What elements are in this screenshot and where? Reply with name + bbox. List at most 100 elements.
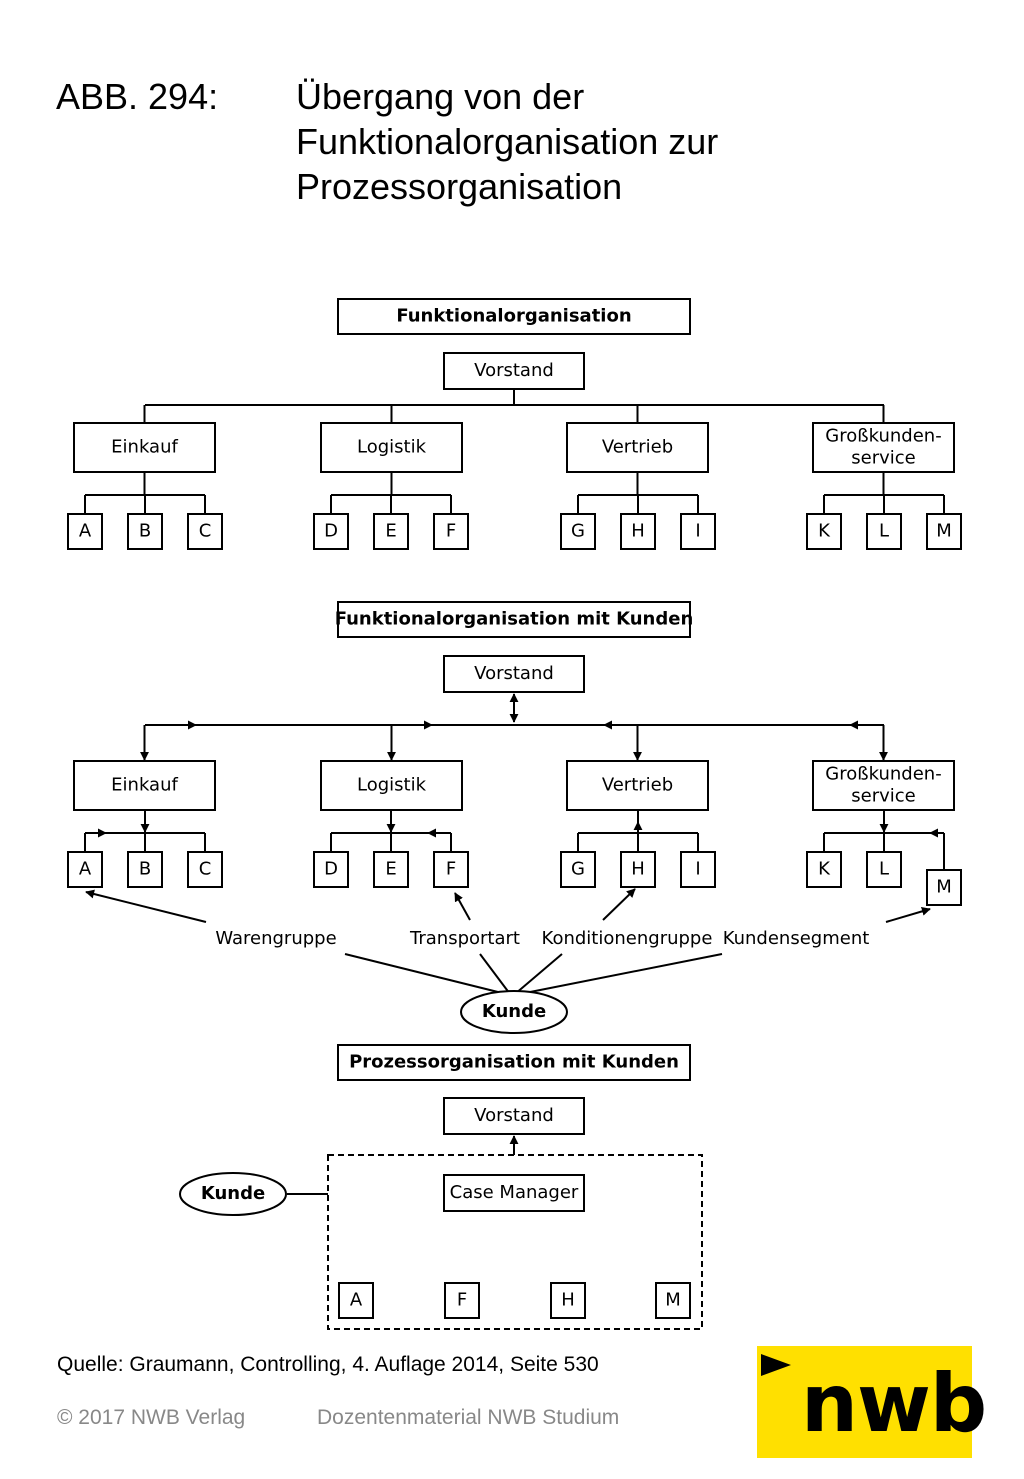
section-1-dept-0-label: Einkauf xyxy=(111,437,178,458)
criterion-arrow xyxy=(885,906,931,923)
section-3-unit-F-label: F xyxy=(457,1290,467,1311)
source-note: Quelle: Graumann, Controlling, 4. Auflag… xyxy=(57,1353,599,1376)
section-1-unit-B-label: B xyxy=(139,521,151,542)
section-2-title xyxy=(337,601,691,638)
section-2-unit-L-label: L xyxy=(879,859,889,880)
customer-link xyxy=(519,953,723,995)
figure-title: Übergang von der Funktionalorganisation … xyxy=(296,76,719,207)
section-3-unit-A xyxy=(338,1282,374,1319)
section-1-board xyxy=(443,352,585,390)
section-2-unit-D xyxy=(313,851,349,888)
figure-label: ABB. 294: xyxy=(56,76,219,117)
section-3-unit-A-label: A xyxy=(350,1290,363,1311)
section-2-dept-1 xyxy=(320,760,463,811)
section-1-unit-D-label: D xyxy=(324,521,338,542)
logo-triangle-icon xyxy=(761,1354,791,1376)
section-2-unit-A-label: A xyxy=(79,859,92,880)
section-2-unit-E xyxy=(373,851,409,888)
customer-link xyxy=(344,953,507,995)
section-2-unit-L xyxy=(866,851,902,888)
criterion-arrow xyxy=(85,889,207,923)
section-2-unit-G-label: G xyxy=(571,859,585,880)
section-1-unit-L xyxy=(866,513,902,550)
section-2-dept-2-label: Vertrieb xyxy=(602,775,673,796)
section-3-unit-H-label: H xyxy=(561,1290,575,1311)
section-2-dept-1-label: Logistik xyxy=(357,775,427,796)
customer-link xyxy=(479,953,511,995)
section-1-unit-A xyxy=(67,513,103,550)
criterion-warengruppe: Warengruppe xyxy=(215,928,336,949)
section-2-unit-E-label: E xyxy=(385,859,396,880)
section-1-unit-E-label: E xyxy=(385,521,396,542)
copyright-text: © 2017 NWB Verlag xyxy=(57,1406,246,1429)
section-1-unit-F-label: F xyxy=(446,521,456,542)
section-2-unit-I xyxy=(680,851,716,888)
section-1-unit-H-label: H xyxy=(631,521,645,542)
section-1-unit-E xyxy=(373,513,409,550)
section-3-title-label: Prozessorganisation mit Kunden xyxy=(349,1052,679,1073)
section-1-unit-M xyxy=(926,513,962,550)
section-2-unit-H xyxy=(620,851,656,888)
section-2-unit-I-label: I xyxy=(695,859,700,880)
criterion-transportart: Transportart xyxy=(409,928,520,949)
section-1-title xyxy=(337,298,691,335)
logo-text: nwb xyxy=(801,1357,987,1450)
section-2-unit-B xyxy=(127,851,163,888)
section-3-board-label: Vorstand xyxy=(474,1105,554,1126)
section-2-unit-H-label: H xyxy=(631,859,645,880)
criterion-kundensegment: Kundensegment xyxy=(723,928,870,949)
material-text: Dozentenmaterial NWB Studium xyxy=(317,1406,620,1429)
section-2-board-label: Vorstand xyxy=(474,663,554,684)
section-1-dept-1 xyxy=(320,422,463,473)
section-1-unit-C xyxy=(187,513,223,550)
section-2-customer xyxy=(460,990,568,1034)
section-1-unit-M-label: M xyxy=(936,521,952,542)
section-2-title-label: Funktionalorganisation mit Kunden xyxy=(335,609,694,630)
customer-link xyxy=(514,953,563,995)
section-2-unit-F xyxy=(433,851,469,888)
section-3-title xyxy=(337,1044,691,1081)
section-2-dept-0 xyxy=(73,760,216,811)
section-2-dept-3 xyxy=(812,760,955,811)
section-2-dept-0-label: Einkauf xyxy=(111,775,178,796)
section-1-dept-2-label: Vertrieb xyxy=(602,437,673,458)
section-2-unit-C-label: C xyxy=(199,859,212,880)
section-1-unit-L-label: L xyxy=(879,521,889,542)
section-1-unit-K-label: K xyxy=(818,521,831,542)
section-2-unit-B-label: B xyxy=(139,859,151,880)
section-2-unit-K xyxy=(806,851,842,888)
section-2-unit-C xyxy=(187,851,223,888)
section-2-board xyxy=(443,655,585,693)
section-2-customer-label: Kunde xyxy=(482,1001,546,1022)
section-3-unit-M-label: M xyxy=(665,1290,681,1311)
section-1-unit-C-label: C xyxy=(199,521,212,542)
section-1-unit-I xyxy=(680,513,716,550)
section-1-dept-1-label: Logistik xyxy=(357,437,427,458)
section-1-dept-0 xyxy=(73,422,216,473)
section-2-unit-K-label: K xyxy=(818,859,831,880)
section-1-unit-A-label: A xyxy=(79,521,92,542)
section-2-dept-3-label: Großkunden-service xyxy=(825,764,941,807)
section-1-unit-I-label: I xyxy=(695,521,700,542)
criterion-arrow xyxy=(454,892,471,921)
section-3-unit-H xyxy=(550,1282,586,1319)
section-2-dept-2 xyxy=(566,760,709,811)
section-1-dept-3-label: Großkunden-service xyxy=(825,426,941,469)
section-3-customer-label: Kunde xyxy=(201,1183,265,1204)
section-1-unit-D xyxy=(313,513,349,550)
nwb-logo: nwb xyxy=(757,1346,987,1458)
section-1-unit-G-label: G xyxy=(571,521,585,542)
section-1-unit-H xyxy=(620,513,656,550)
section-2-unit-D-label: D xyxy=(324,859,338,880)
section-1-board-label: Vorstand xyxy=(474,360,554,381)
criterion-konditionengruppe: Konditionengruppe xyxy=(542,928,713,949)
section-2-unit-G xyxy=(560,851,596,888)
section-1-title-label: Funktionalorganisation xyxy=(396,306,631,327)
case-manager-label: Case Manager xyxy=(450,1182,579,1203)
criterion-arrow xyxy=(602,888,636,921)
section-1-unit-G xyxy=(560,513,596,550)
section-2-unit-A xyxy=(67,851,103,888)
section-1-dept-3 xyxy=(812,422,955,473)
section-1-dept-2 xyxy=(566,422,709,473)
